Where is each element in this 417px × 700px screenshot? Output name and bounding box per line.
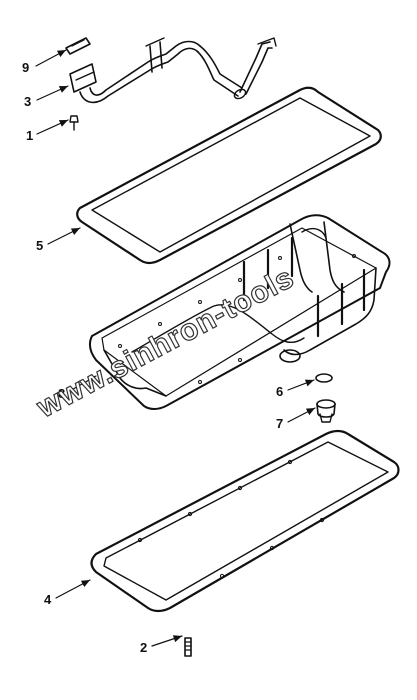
callout-7: 7 — [276, 416, 283, 431]
suction-tube-part-3 — [69, 37, 277, 104]
screw-part-1 — [69, 115, 79, 131]
leader-lines — [35, 49, 316, 647]
watermark-text: www.sinhron-tools — [31, 261, 300, 425]
o-ring-part-6 — [315, 373, 333, 383]
callout-5: 5 — [36, 238, 43, 253]
callout-4: 4 — [44, 592, 52, 607]
callout-1: 1 — [26, 128, 33, 143]
bolt-part-2 — [184, 637, 192, 657]
callout-3: 3 — [24, 94, 31, 109]
drain-plug-part-7 — [316, 399, 336, 423]
lower-gasket-part-4 — [90, 429, 400, 613]
callout-8: 8 — [58, 386, 65, 401]
upper-gasket-part-5 — [76, 86, 382, 265]
callout-2: 2 — [140, 640, 147, 655]
gasket-plate-part-9 — [65, 37, 91, 55]
callout-6: 6 — [276, 384, 283, 399]
callout-9: 9 — [22, 60, 29, 75]
oil-pan-part-8 — [88, 214, 391, 410]
